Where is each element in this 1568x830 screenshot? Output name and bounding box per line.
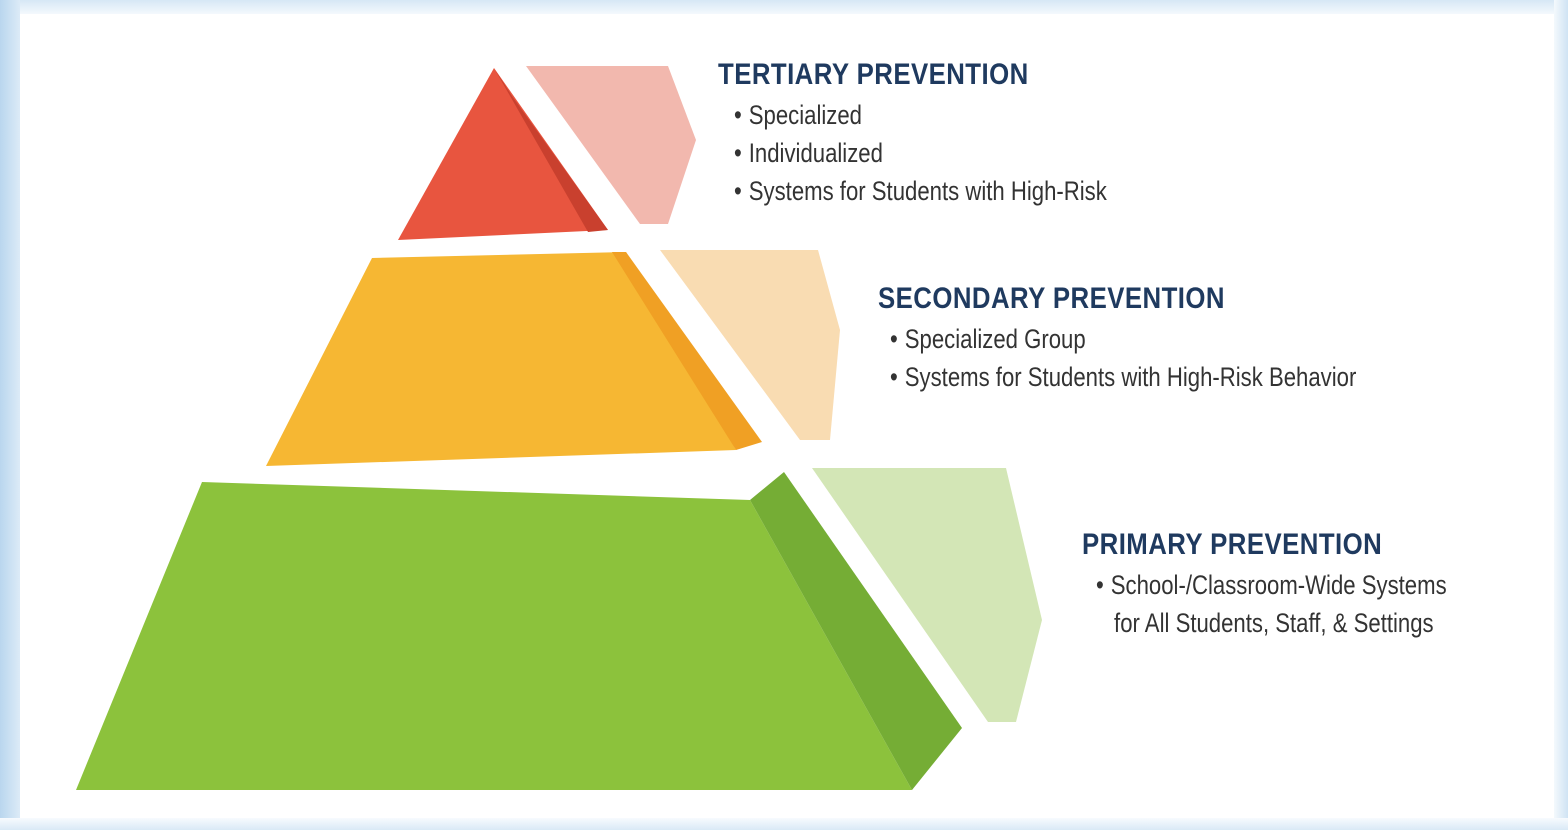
primary-title: PRIMARY PREVENTION xyxy=(1082,528,1383,561)
primary-bullet-list: •School-/Classroom-Wide Systems for All S… xyxy=(1096,566,1524,642)
list-item: •Individualized xyxy=(734,134,1107,172)
list-item: •Specialized xyxy=(734,96,1107,134)
secondary-text-block: SECONDARY PREVENTION •Specialized Group … xyxy=(878,282,1459,396)
bullet-text: Specialized Group xyxy=(904,324,1086,354)
secondary-tier-front xyxy=(266,252,736,466)
secondary-tier-side xyxy=(612,252,762,450)
primary-tier-side xyxy=(750,472,962,790)
bullet-text: Systems for Students with High-Risk xyxy=(748,176,1107,206)
bullet-text: School-/Classroom-Wide Systems xyxy=(1110,570,1447,600)
tertiary-title: TERTIARY PREVENTION xyxy=(718,58,1029,91)
bullet-icon: • xyxy=(890,324,898,354)
primary-text-block: PRIMARY PREVENTION •School-/Classroom-Wi… xyxy=(1082,528,1524,642)
tertiary-bullet-list: •Specialized •Individualized •Systems fo… xyxy=(734,96,1189,210)
primary-tier-front xyxy=(76,482,912,790)
secondary-label-panel xyxy=(660,250,840,440)
secondary-bullet-list: •Specialized Group •Systems for Students… xyxy=(890,320,1459,396)
bullet-icon: • xyxy=(734,138,742,168)
frame-edge-left xyxy=(0,0,20,830)
bullet-icon: • xyxy=(1096,570,1104,600)
frame-edge-bottom xyxy=(0,818,1568,830)
frame-edge-right xyxy=(1554,0,1568,830)
secondary-title: SECONDARY PREVENTION xyxy=(878,282,1225,315)
tertiary-text-block: TERTIARY PREVENTION •Specialized •Indivi… xyxy=(718,58,1189,210)
list-item: •Systems for Students with High-Risk xyxy=(734,172,1107,210)
tertiary-tier-side xyxy=(494,68,608,232)
bullet-icon: • xyxy=(734,100,742,130)
primary-label-panel xyxy=(812,468,1042,722)
tertiary-tier-front xyxy=(398,68,608,240)
bullet-text: Individualized xyxy=(748,138,883,168)
bullet-icon: • xyxy=(734,176,742,206)
bullet-text-continuation: for All Students, Staff, & Settings xyxy=(1114,608,1434,638)
bullet-icon: • xyxy=(890,362,898,392)
bullet-text: Specialized xyxy=(748,100,862,130)
frame-edge-top xyxy=(0,0,1568,14)
list-item: •School-/Classroom-Wide Systems for All S… xyxy=(1096,566,1447,642)
list-item: •Specialized Group xyxy=(890,320,1356,358)
bullet-text: Systems for Students with High-Risk Beha… xyxy=(904,362,1357,392)
list-item: •Systems for Students with High-Risk Beh… xyxy=(890,358,1356,396)
tertiary-label-panel xyxy=(526,66,696,224)
